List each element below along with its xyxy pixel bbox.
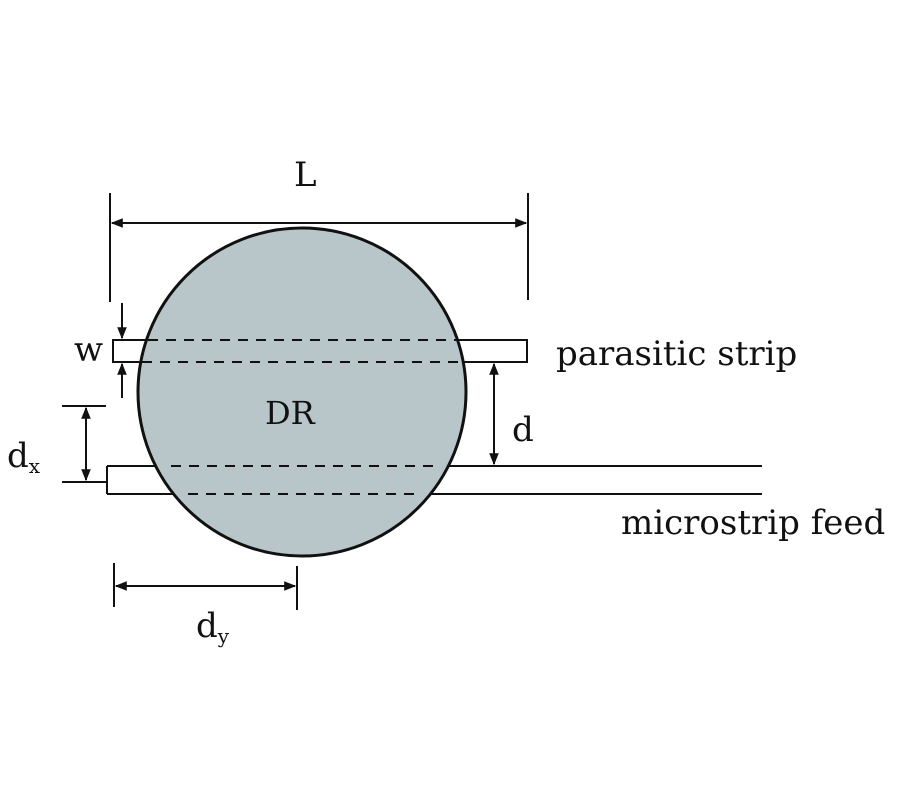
label-dy-main: d [196,606,218,646]
label-d: d [512,410,534,450]
label-dx-sub: x [29,454,41,478]
label-microstrip-feed: microstrip feed [621,503,885,543]
label-dy-sub: y [217,624,230,648]
dimension-L [109,193,529,302]
hidden-edges [142,339,462,495]
label-parasitic-strip: parasitic strip [556,334,797,374]
dimension-dx [62,405,106,483]
label-dx-main: d [7,436,29,476]
label-dx: dx [7,436,41,478]
label-w: w [74,330,103,370]
label-DR: DR [265,394,316,432]
label-dy: dy [196,606,230,648]
label-L: L [294,155,317,195]
dielectric-resonator [136,226,468,558]
dimension-dy [113,563,298,610]
